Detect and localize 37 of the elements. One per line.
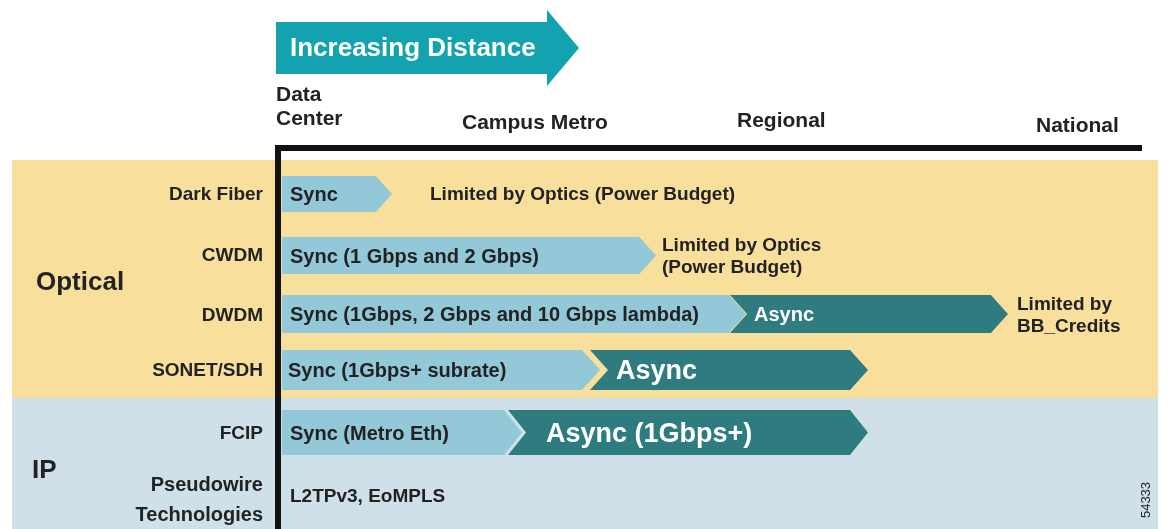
arrow-label: Sync (1 Gbps and 2 Gbps) <box>290 244 539 267</box>
chevron-banner <box>282 176 392 212</box>
column-heading: Data Center <box>276 82 344 130</box>
chevron-banner <box>730 295 1008 333</box>
arrow-label: Async (1Gbps+) <box>546 417 753 448</box>
row-label: Dark Fiber <box>168 182 263 206</box>
row-label: FCIP <box>218 421 263 445</box>
arrow-label: Sync (Metro Eth) <box>290 421 449 444</box>
chevron-banner <box>508 410 868 455</box>
column-heading: Campus Metro <box>462 110 608 134</box>
chevron-banner <box>282 350 600 390</box>
note-text: Limited by Optics (Power Budget) <box>662 234 823 278</box>
arrow-label: Sync (1Gbps, 2 Gbps and 10 Gbps lambda) <box>290 302 699 326</box>
note-text: Limited by Optics (Power Budget) <box>430 182 736 206</box>
chevron-banner <box>282 410 522 455</box>
direction-arrow <box>276 10 579 86</box>
arrow-label: Increasing Distance <box>290 32 536 63</box>
note-text: Limited by BB_Credits <box>1017 293 1122 337</box>
chevron-banner <box>282 295 746 333</box>
arrow-label: Async <box>754 302 815 326</box>
note-text: L2TPv3, EoMPLS <box>290 484 446 508</box>
arrow-label: Sync (1Gbps+ subrate) <box>288 358 507 382</box>
group-label: Optical <box>36 266 125 297</box>
figure-number: 54333 <box>1137 481 1155 519</box>
group-label: IP <box>32 454 57 485</box>
row-label: DWDM <box>200 303 263 327</box>
row-label: SONET/SDH <box>151 358 263 382</box>
row-label: CWDM <box>200 243 263 267</box>
column-heading: Regional <box>737 108 826 132</box>
chevron-banner <box>590 350 868 390</box>
band-panel <box>12 398 1158 529</box>
chevron-banner <box>282 237 656 274</box>
band-panel <box>12 160 1158 398</box>
column-heading: National <box>1036 113 1119 137</box>
row-label: Pseudowire Technologies <box>134 472 263 527</box>
arrow-label: Sync <box>290 182 338 206</box>
arrow-label: Async <box>616 354 698 386</box>
